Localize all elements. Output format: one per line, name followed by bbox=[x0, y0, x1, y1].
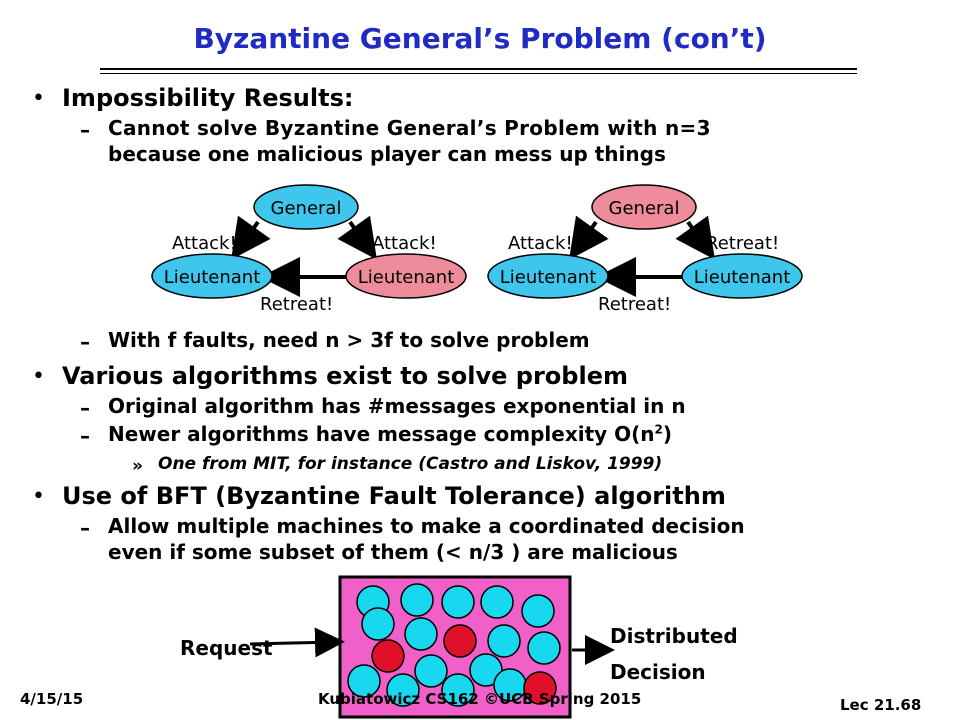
subsubbullet-mit: One from MIT, for instance (Castro and L… bbox=[158, 454, 663, 474]
dash-marker: – bbox=[80, 516, 90, 540]
message-label: Attack! bbox=[508, 233, 573, 254]
superscript: 2 bbox=[654, 422, 663, 437]
bft-illustration bbox=[249, 575, 615, 719]
dash-marker: – bbox=[80, 118, 90, 142]
lieutenant-node-loyal bbox=[151, 253, 273, 299]
subbullet-allow-multiple-2: even if some subset of them (< n/3 ) are… bbox=[108, 540, 678, 564]
machine-node bbox=[480, 585, 514, 619]
general-label: General bbox=[609, 198, 680, 219]
bullet-bft: Use of BFT (Byzantine Fault Tolerance) a… bbox=[62, 482, 726, 510]
message-label: Retreat! bbox=[598, 294, 671, 315]
malicious-node bbox=[371, 639, 405, 673]
message-label: Retreat! bbox=[260, 294, 333, 315]
general-label: General bbox=[271, 198, 342, 219]
lieutenant-node-loyal bbox=[681, 253, 803, 299]
malicious-node bbox=[523, 671, 557, 705]
request-arrow bbox=[249, 627, 345, 658]
machine-node bbox=[347, 664, 381, 698]
dash-marker: – bbox=[80, 396, 90, 420]
machine-node bbox=[469, 653, 503, 687]
dash-marker: – bbox=[80, 330, 90, 354]
machine-node bbox=[527, 631, 561, 665]
footer-date: 4/15/15 bbox=[20, 690, 84, 708]
footer-course: Kubiatowicz CS162 ©UCB Spring 2015 bbox=[318, 690, 642, 708]
machine-node bbox=[441, 585, 475, 619]
subbullet-newer-algorithms: Newer algorithms have message complexity… bbox=[108, 422, 672, 446]
message-label: Attack! bbox=[372, 233, 437, 254]
lieutenant-label: Lieutenant bbox=[164, 267, 261, 288]
bullet-impossibility: Impossibility Results: bbox=[62, 84, 354, 112]
title-rule bbox=[100, 68, 857, 70]
subbullet-text: Newer algorithms have message complexity… bbox=[108, 422, 655, 446]
sub-sub-marker: » bbox=[132, 456, 143, 476]
subbullet-f-faults: With f faults, need n > 3f to solve prob… bbox=[108, 328, 590, 352]
lieutenant-node-loyal bbox=[487, 253, 609, 299]
decision-label-2: Decision bbox=[610, 660, 706, 684]
subbullet-text: ) bbox=[662, 422, 673, 446]
diagram-2: General Lieutenant Lieutenant Attack! Re… bbox=[487, 184, 803, 315]
subbullet-allow-multiple-1: Allow multiple machines to make a coordi… bbox=[108, 514, 745, 538]
machine-node bbox=[400, 583, 434, 617]
bullet-dot: • bbox=[32, 364, 45, 389]
decision-label-1: Distributed bbox=[610, 624, 738, 648]
machine-node bbox=[441, 673, 475, 707]
machine-node bbox=[487, 624, 521, 658]
request-label: Request bbox=[180, 636, 273, 660]
machine-node bbox=[386, 673, 420, 707]
lieutenant-label: Lieutenant bbox=[500, 267, 597, 288]
machine-node bbox=[361, 607, 395, 641]
message-label: Retreat! bbox=[706, 233, 779, 254]
machine-node bbox=[414, 654, 448, 688]
subbullet-cannot-solve-1: Cannot solve Byzantine General’s Problem… bbox=[108, 116, 711, 140]
footer-lecture: Lec 21.68 bbox=[840, 696, 922, 714]
slide-title: Byzantine General’s Problem (con’t) bbox=[193, 22, 767, 55]
lieutenant-label: Lieutenant bbox=[358, 267, 455, 288]
lieutenant-label: Lieutenant bbox=[694, 267, 791, 288]
subbullet-original-algorithm: Original algorithm has #messages exponen… bbox=[108, 394, 686, 418]
machine-node bbox=[521, 594, 555, 628]
diagram-1: General Lieutenant Lieutenant Attack! At… bbox=[151, 184, 467, 315]
bullet-dot: • bbox=[32, 484, 45, 509]
bullet-various-algorithms: Various algorithms exist to solve proble… bbox=[62, 362, 628, 390]
lieutenant-node-traitor bbox=[345, 253, 467, 299]
bullet-dot: • bbox=[32, 86, 45, 111]
title-rule-thin bbox=[100, 73, 857, 74]
general-node bbox=[253, 184, 359, 230]
dash-marker: – bbox=[80, 424, 90, 448]
subbullet-cannot-solve-2: because one malicious player can mess up… bbox=[108, 142, 666, 166]
malicious-node bbox=[443, 624, 477, 658]
machine-node bbox=[404, 617, 438, 651]
message-label: Attack! bbox=[172, 233, 237, 254]
general-node-traitor bbox=[591, 184, 697, 230]
